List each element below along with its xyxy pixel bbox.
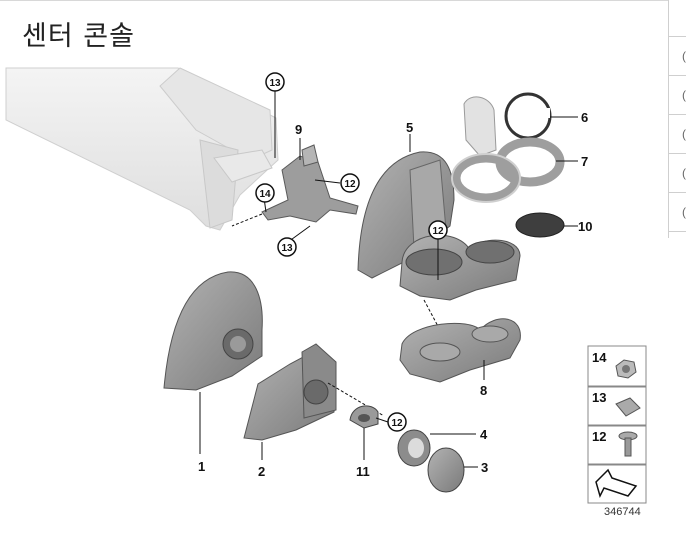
page-title: 센터 콘솔	[22, 21, 135, 52]
circled-callout-12: 12	[387, 412, 407, 432]
console-rail	[5, 67, 279, 231]
tray-part-8[interactable]	[399, 318, 521, 383]
side-row[interactable]: (	[669, 76, 686, 115]
cupholder-base[interactable]	[399, 234, 521, 301]
row-marker-icon: (	[682, 205, 686, 219]
callout-5: 5	[406, 120, 413, 135]
callout-8: 8	[480, 383, 487, 398]
console-trim-part-2[interactable]	[243, 343, 337, 441]
side-row[interactable]: (	[669, 193, 686, 232]
circled-callout-14: 14	[255, 183, 275, 203]
clip-nut-icon	[615, 397, 641, 417]
leader-line	[423, 299, 441, 331]
circled-callout-12: 12	[428, 220, 448, 240]
callout-9: 9	[295, 122, 302, 137]
row-marker-icon: (	[682, 127, 686, 141]
callout-2: 2	[258, 464, 265, 479]
arrow-icon	[595, 468, 638, 499]
circled-callout-12: 12	[340, 173, 360, 193]
legend-14: 14	[592, 350, 607, 365]
parts-diagram: 1 2 3 4 5 6 7 8 9 10 11 13 14 13 12 12 1…	[5, 67, 647, 518]
ring-part-4[interactable]	[397, 429, 431, 467]
ring-part-6[interactable]	[504, 92, 552, 140]
legend-12: 12	[592, 429, 606, 444]
callout-12c: 12	[391, 418, 403, 429]
legend-13: 13	[592, 390, 606, 405]
pad-part-10[interactable]	[515, 212, 565, 238]
callout-6: 6	[581, 110, 588, 125]
side-row[interactable]: (	[669, 37, 686, 76]
side-row[interactable]: (	[669, 154, 686, 193]
callout-10: 10	[578, 219, 592, 234]
bracket-part-9[interactable]	[231, 144, 359, 227]
leader-line	[327, 382, 385, 417]
circled-callout-13: 13	[265, 72, 285, 92]
nut-icon	[615, 359, 637, 379]
side-table: ( ( ( ( (	[668, 0, 686, 238]
cap-part-3[interactable]	[427, 447, 465, 493]
callout-1: 1	[198, 459, 205, 474]
console-trim-part-1[interactable]	[163, 271, 263, 391]
callout-3: 3	[481, 460, 488, 475]
cupholder-frame-part-7[interactable]	[451, 96, 565, 203]
callout-7: 7	[581, 154, 588, 169]
callout-12a: 12	[344, 179, 356, 190]
row-marker-icon: (	[682, 166, 686, 180]
side-row[interactable]	[669, 0, 686, 37]
callout-4: 4	[480, 427, 488, 442]
screw-icon	[618, 431, 638, 457]
circled-callout-13: 13	[277, 237, 297, 257]
leader-line	[375, 417, 389, 423]
fastener-legend: 14 13 12	[587, 345, 647, 504]
leader-line	[314, 179, 341, 184]
callout-13b: 13	[281, 243, 293, 254]
row-marker-icon: (	[682, 49, 686, 63]
diagram-reference-number: 346744	[604, 506, 641, 518]
top-divider	[0, 0, 668, 1]
row-marker-icon: (	[682, 88, 686, 102]
callout-14: 14	[259, 189, 271, 200]
callout-11: 11	[356, 464, 370, 479]
clip-part-11[interactable]	[349, 405, 379, 429]
callout-12b: 12	[432, 226, 444, 237]
side-row[interactable]: (	[669, 115, 686, 154]
callout-13a: 13	[269, 78, 281, 89]
